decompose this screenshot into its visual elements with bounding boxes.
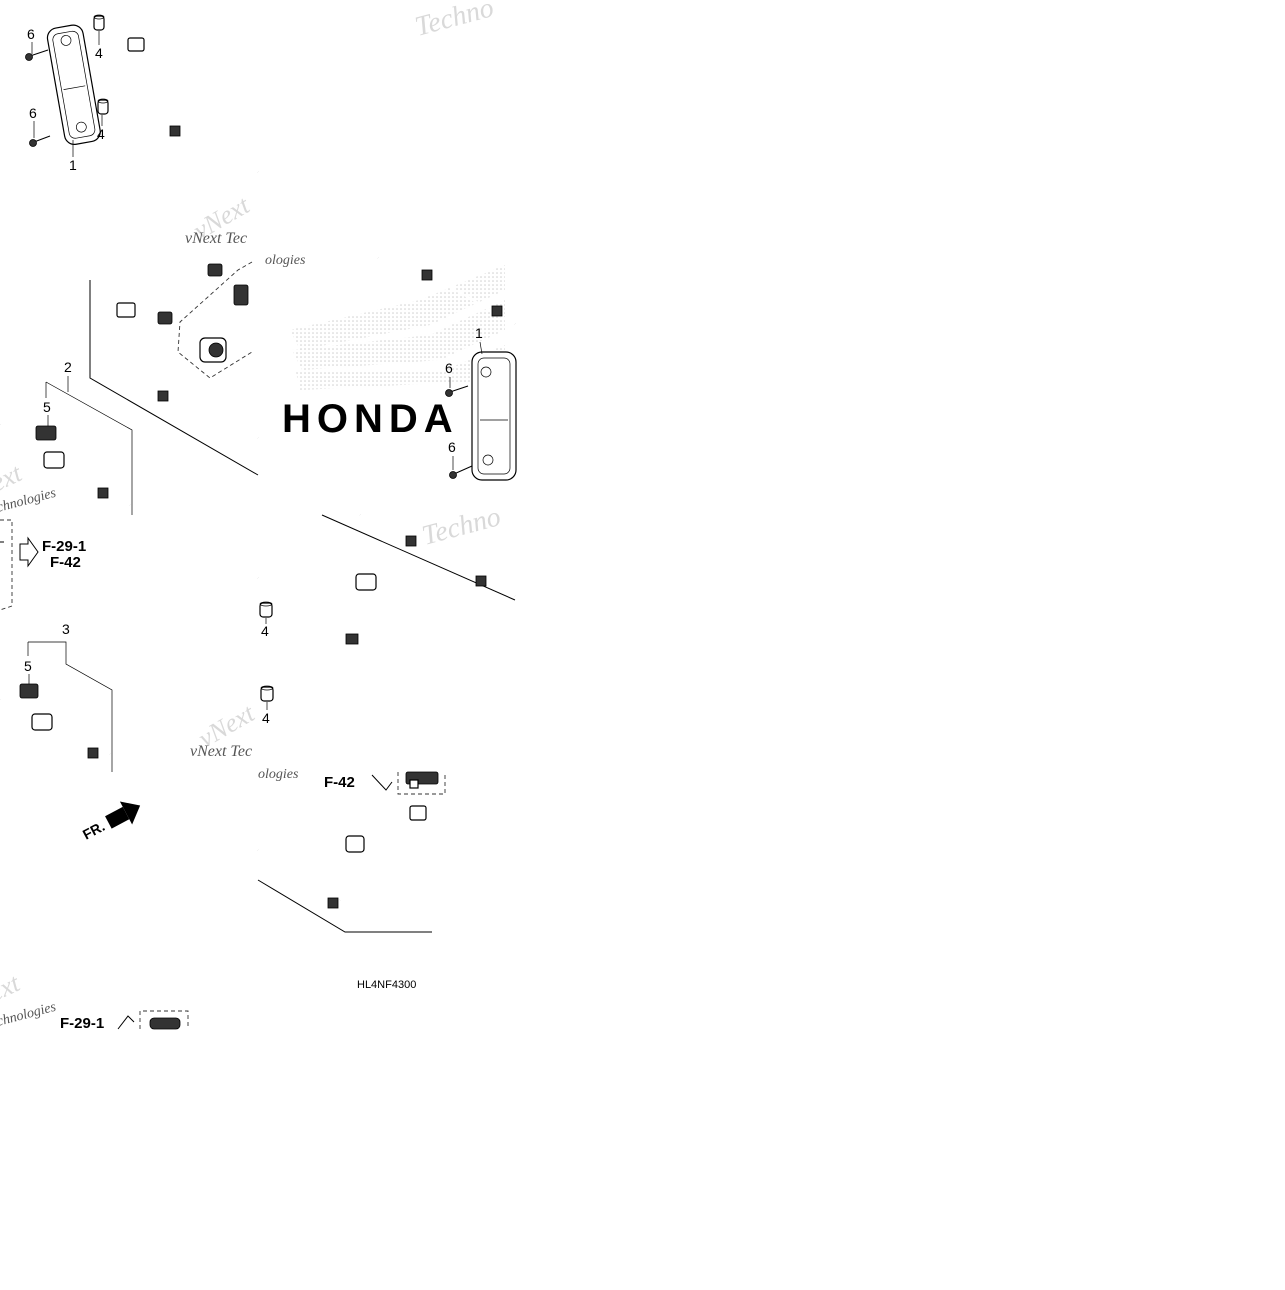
callout-4: 4 — [261, 623, 269, 639]
grommet-4-upper — [93, 14, 105, 31]
tile-middle-left: vNext vNext Tec ologies 2 5 — [0, 190, 306, 516]
screw-6-upper — [445, 385, 469, 397]
callout-6: 6 — [445, 360, 453, 376]
front-direction-arrow-icon — [105, 801, 141, 829]
callout-5: 5 — [24, 658, 32, 674]
tile-bottom-right: ologies F-42 HL4NF4300 — [257, 767, 446, 991]
wire-harness-lower-right — [257, 514, 516, 645]
callout-4: 4 — [95, 45, 103, 61]
wire-harness-2 — [0, 424, 131, 507]
reference-arrow-icon — [19, 536, 39, 568]
front-direction-label: FR. — [80, 818, 107, 843]
watermark-vnext-text: vNext Tec — [190, 743, 252, 760]
connector-detail — [405, 771, 439, 789]
watermark-logies: ologies — [258, 767, 299, 782]
license-light-body — [46, 24, 101, 145]
reference-f-29-1[interactable]: F-29-1 — [60, 1015, 104, 1032]
callout-5: 5 — [43, 399, 51, 415]
callout-6: 6 — [448, 439, 456, 455]
watermark-chnologies: chnologies — [0, 1000, 58, 1030]
reference-arrow-icon — [117, 1015, 135, 1030]
wire-harness-3 — [0, 699, 111, 759]
callout-4: 4 — [97, 126, 105, 142]
wire-harness-bottom — [257, 805, 427, 909]
callout-6: 6 — [29, 105, 37, 121]
license-light-body — [471, 351, 517, 481]
watermark-technologies: Techno — [419, 501, 504, 552]
callout-4: 4 — [262, 710, 270, 726]
watermark-technologies: Techno — [412, 0, 497, 43]
wire-harness-middle — [116, 263, 259, 440]
callout-6: 6 — [27, 26, 35, 42]
watermark-next: ext — [0, 968, 25, 1007]
watermark-honda: HONDA — [282, 397, 459, 441]
tile-middle-right: HONDA 1 6 6 — [282, 257, 517, 481]
reference-f-42[interactable]: F-42 — [50, 554, 81, 571]
clip-5-upper — [35, 425, 57, 441]
watermark-next: ext — [0, 458, 27, 497]
grommet-4-lower — [260, 685, 274, 702]
tile-lower-left: F-29-1 F-42 3 5 vNext vNext Tec — [0, 519, 260, 772]
clip-5-lower — [19, 683, 39, 699]
grommet-4-upper — [259, 601, 273, 618]
callout-2: 2 — [64, 359, 72, 375]
tile-bottom-left: FR. ext chnologies F-29-1 — [0, 801, 189, 1032]
grommet-4-lower — [97, 98, 109, 115]
callout-3: 3 — [62, 621, 70, 637]
drawing-code: HL4NF4300 — [357, 979, 416, 991]
reference-f-29-1[interactable]: F-29-1 — [42, 538, 86, 555]
socket-connector — [199, 337, 227, 363]
clip-connector-mid — [233, 284, 249, 306]
honda-wing-watermark: HONDA — [282, 265, 505, 441]
wire-harness-top — [127, 37, 259, 173]
screw-6-lower — [29, 135, 51, 147]
reference-arrow-icon — [371, 774, 393, 791]
callout-1: 1 — [475, 325, 483, 341]
tile-top-left: Techno 6 6 4 — [25, 0, 497, 173]
connector-detail — [149, 1017, 181, 1030]
screw-6-upper — [25, 49, 49, 61]
callout-1: 1 — [69, 157, 77, 173]
screw-6-lower — [449, 465, 473, 479]
watermark-vnext-text: vNext Tec — [185, 230, 247, 247]
tile-lower-right: Techno 4 4 — [257, 501, 516, 726]
wire-harness-upper-right — [377, 257, 516, 325]
watermark-logies: ologies — [265, 253, 306, 268]
reference-f-42[interactable]: F-42 — [324, 774, 355, 791]
